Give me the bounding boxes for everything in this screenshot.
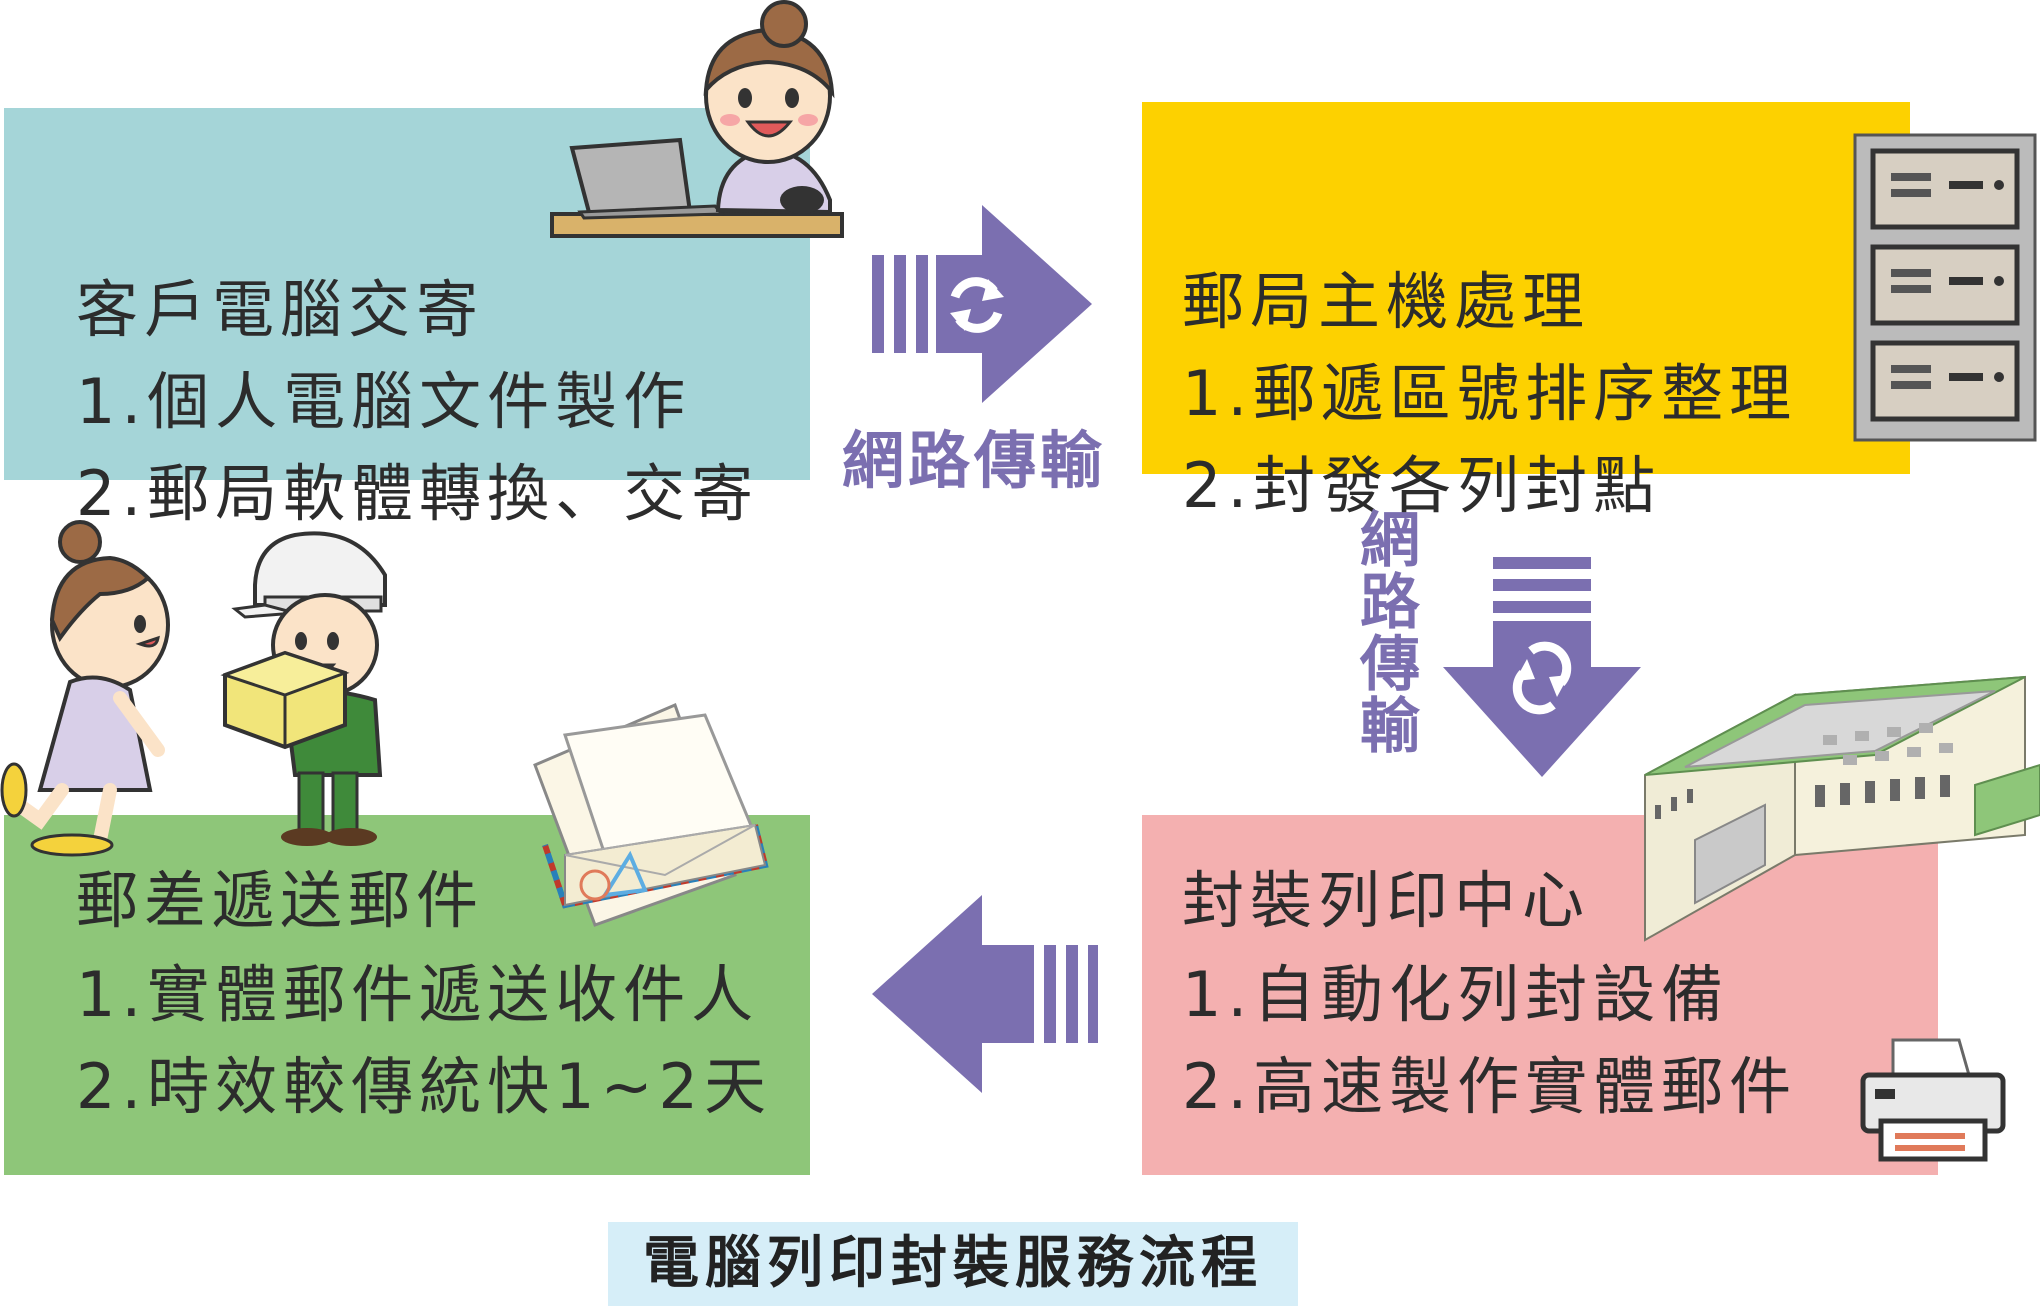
step-box-delivery: 郵差遞送郵件 1.實體郵件遞送收件人 2.時效較傳統快1~2天 — [4, 815, 810, 1175]
step-customer-line2: 2.郵局軟體轉換、交寄 — [76, 457, 760, 530]
factory-building-icon — [1644, 675, 2040, 942]
network-right-arrow — [872, 205, 1092, 403]
mail-carrier-icon — [220, 531, 387, 846]
step-print-title: 封裝列印中心 — [1182, 864, 1591, 937]
diagram-caption: 電腦列印封裝服務流程 — [608, 1222, 1298, 1306]
network-down-char-2: 路 — [1360, 568, 1420, 638]
network-down-arrow — [1443, 557, 1641, 777]
delivery-left-arrow — [872, 895, 1098, 1093]
step-delivery-title: 郵差遞送郵件 — [76, 864, 485, 937]
step-print-line2: 2.高速製作實體郵件 — [1182, 1050, 1798, 1123]
recipient-woman-icon — [0, 520, 170, 857]
step-customer-line1: 1.個人電腦文件製作 — [76, 365, 692, 438]
step-box-post-server: 郵局主機處理 1.郵遞區號排序整理 2.封發各列封點 — [1142, 102, 1910, 522]
step-server-line1: 1.郵遞區號排序整理 — [1182, 357, 1798, 430]
network-down-char-3: 傳 — [1360, 630, 1420, 700]
step-customer-title: 客戶電腦交寄 — [76, 273, 485, 346]
printer-icon — [1860, 1038, 2006, 1162]
network-down-char-4: 輸 — [1360, 692, 1420, 762]
step-box-print-center: 封裝列印中心 1.自動化列封設備 2.高速製作實體郵件 — [1142, 815, 1938, 1175]
step-server-line2: 2.封發各列封點 — [1182, 449, 1662, 522]
network-right-label: 網路傳輸 — [842, 424, 1107, 497]
server-rack-icon — [1853, 133, 2037, 442]
step-delivery-line2: 2.時效較傳統快1~2天 — [76, 1050, 772, 1123]
network-down-label: 網 路 傳 輸 — [1355, 510, 1425, 758]
customer-at-laptop-icon — [550, 0, 844, 238]
network-down-char-1: 網 — [1360, 506, 1420, 576]
envelope-mail-icon — [533, 702, 769, 927]
step-print-line1: 1.自動化列封設備 — [1182, 958, 1730, 1031]
step-server-title: 郵局主機處理 — [1182, 265, 1591, 338]
step-delivery-line1: 1.實體郵件遞送收件人 — [76, 958, 760, 1031]
